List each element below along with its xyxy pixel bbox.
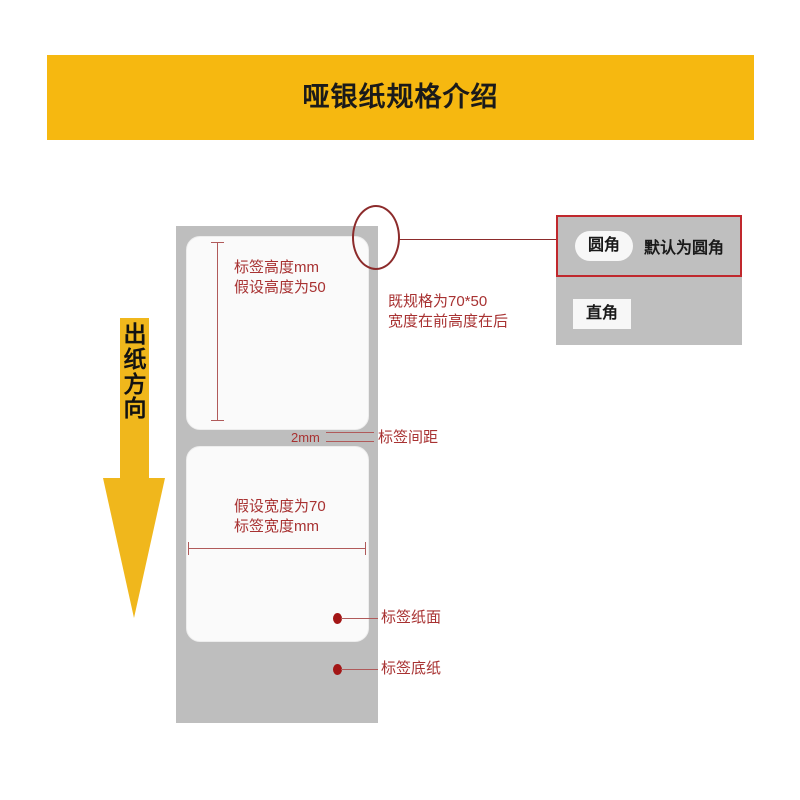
paper-direction-char-1: 出 [123,321,147,347]
callout-line-face [341,618,378,619]
gap-label-annotation: 标签间距 [378,429,439,446]
gap-dimension-line-top [326,432,374,433]
corner-option-rounded[interactable]: 圆角 默认为圆角 [556,215,742,277]
height-dimension-cap-top [211,242,224,243]
width-dimension-line [188,548,366,549]
spec-line-2: 宽度在前高度在后 [388,313,509,331]
height-dimension-cap-bottom [211,420,224,421]
paper-direction-char-2: 纸 [123,345,147,372]
label-height-annotation: 标签高度mm 假设高度为50 [234,258,326,299]
label-sheet-top [186,236,369,430]
callout-dot-face [333,613,342,624]
label-sheet-bottom [186,446,369,642]
label-height-line-2: 假设高度为50 [234,279,326,297]
corner-style-panel: 圆角 默认为圆角 直角 [556,215,742,345]
label-width-annotation: 假设宽度为70 标签宽度mm [234,497,326,538]
corner-option-square-chip[interactable]: 直角 [573,299,632,329]
spec-annotation: 既规格为70*50 宽度在前高度在后 [388,292,508,333]
width-dimension-cap-right [365,542,366,555]
gap-dimension-line-bottom [326,441,374,442]
corner-highlight-ellipse [352,205,400,270]
paper-direction-char-3: 方 [123,370,147,397]
paper-direction-label: 出 纸 方 向 [121,322,149,421]
label-width-line-2: 标签宽度mm [234,518,319,536]
corner-option-rounded-note: 默认为圆角 [644,240,725,257]
page-title: 哑银纸规格介绍 [302,82,499,112]
title-banner: 哑银纸规格介绍 [47,55,754,140]
paper-direction-char-4: 向 [123,395,147,422]
callout-dot-liner [333,664,342,675]
gap-value-annotation: 2mm [291,430,320,445]
arrow-head-icon [103,478,165,618]
callout-label-liner: 标签底纸 [381,660,442,677]
arrow-shaft [120,318,149,481]
corner-option-rounded-chip[interactable]: 圆角 [575,231,634,261]
label-width-line-1: 假设宽度为70 [234,498,326,515]
callout-line-liner [341,669,378,670]
width-dimension-cap-left [188,542,189,555]
corner-option-square[interactable]: 直角 [556,283,742,345]
spec-line-1: 既规格为70*50 [388,293,488,310]
callout-label-face: 标签纸面 [381,609,442,626]
corner-leader-line [398,239,558,240]
label-height-line-1: 标签高度mm [234,259,319,276]
paper-direction-arrow: 出 纸 方 向 [103,318,165,618]
height-dimension-line [217,242,218,421]
